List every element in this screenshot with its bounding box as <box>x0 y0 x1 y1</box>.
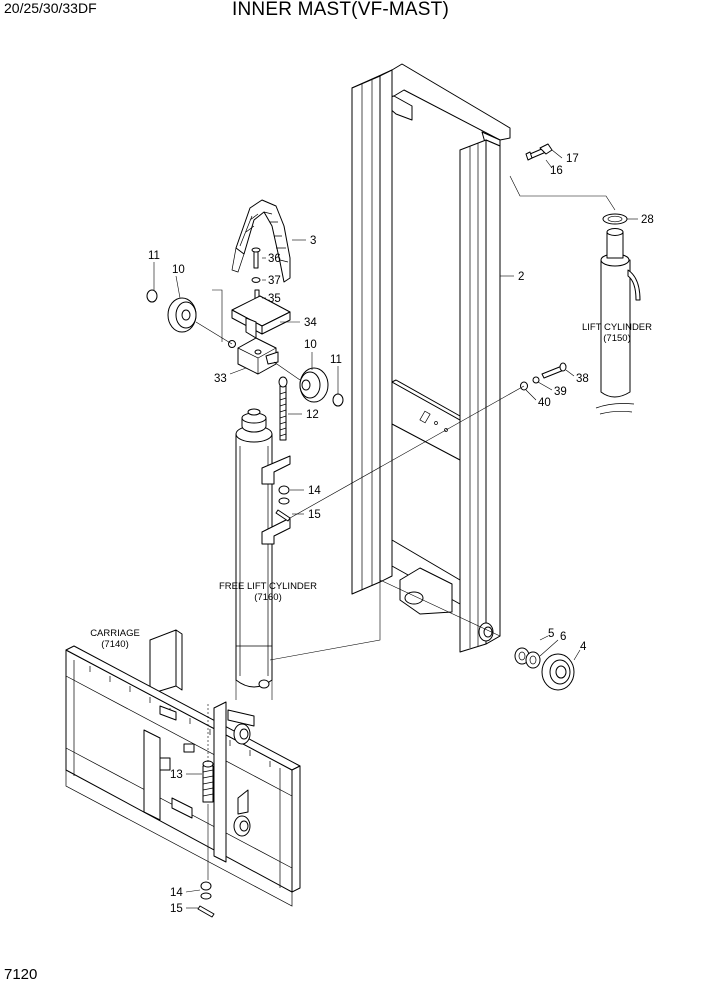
callout-16: 16 <box>550 165 563 177</box>
sheave-bracket <box>228 247 291 441</box>
carriage-caption: CARRIAGE <box>90 628 140 639</box>
callout-10-left: 10 <box>172 264 185 276</box>
callouts: 2 3 4 5 6 10 10 11 11 12 13 14 14 15 15 … <box>148 153 654 915</box>
callout-13: 13 <box>170 769 183 781</box>
left-sheave <box>146 289 233 345</box>
lift-cylinder-ref: (7150) <box>603 333 630 344</box>
callout-28: 28 <box>641 214 654 226</box>
callout-2: 2 <box>518 271 524 283</box>
callout-5: 5 <box>548 628 554 640</box>
callout-4: 4 <box>580 641 587 653</box>
free-lift-cylinder-caption: FREE LIFT CYLINDER <box>219 581 317 592</box>
page-number: 7120 <box>4 966 38 983</box>
callout-11-right: 11 <box>330 354 342 366</box>
callout-11-left: 11 <box>148 250 160 262</box>
model-code: 20/25/30/33DF <box>4 0 97 16</box>
lift-chain <box>231 199 291 283</box>
inner-mast <box>351 63 511 653</box>
callout-12: 12 <box>306 409 319 421</box>
callout-15-upper: 15 <box>308 509 321 521</box>
callout-36: 36 <box>268 253 281 265</box>
callout-40: 40 <box>538 397 551 409</box>
callout-37: 37 <box>268 275 281 287</box>
leader-lines <box>153 149 638 909</box>
callout-33: 33 <box>214 373 227 385</box>
callout-15-lower: 15 <box>170 903 183 915</box>
lift-cylinder <box>509 175 641 415</box>
page-title: INNER MAST(VF-MAST) <box>232 0 450 20</box>
callout-14-lower: 14 <box>170 887 183 899</box>
captions: LIFT CYLINDER (7150) FREE LIFT CYLINDER … <box>90 322 652 650</box>
free-lift-cylinder <box>235 408 291 689</box>
bottom-roller-parts <box>514 647 575 691</box>
callout-10-right: 10 <box>304 339 317 351</box>
callout-38: 38 <box>576 373 589 385</box>
fasteners <box>520 143 567 391</box>
callout-34: 34 <box>304 317 317 329</box>
callout-3: 3 <box>310 235 316 247</box>
free-lift-cylinder-ref: (7160) <box>254 592 281 603</box>
callout-17: 17 <box>566 153 579 165</box>
carriage-ref: (7140) <box>101 639 128 650</box>
carriage <box>65 629 301 918</box>
callout-35: 35 <box>268 293 281 305</box>
lift-cylinder-caption: LIFT CYLINDER <box>582 322 652 333</box>
right-sheave <box>273 361 344 407</box>
callout-6: 6 <box>560 631 566 643</box>
callout-39: 39 <box>554 386 567 398</box>
callout-14-upper: 14 <box>308 485 321 497</box>
